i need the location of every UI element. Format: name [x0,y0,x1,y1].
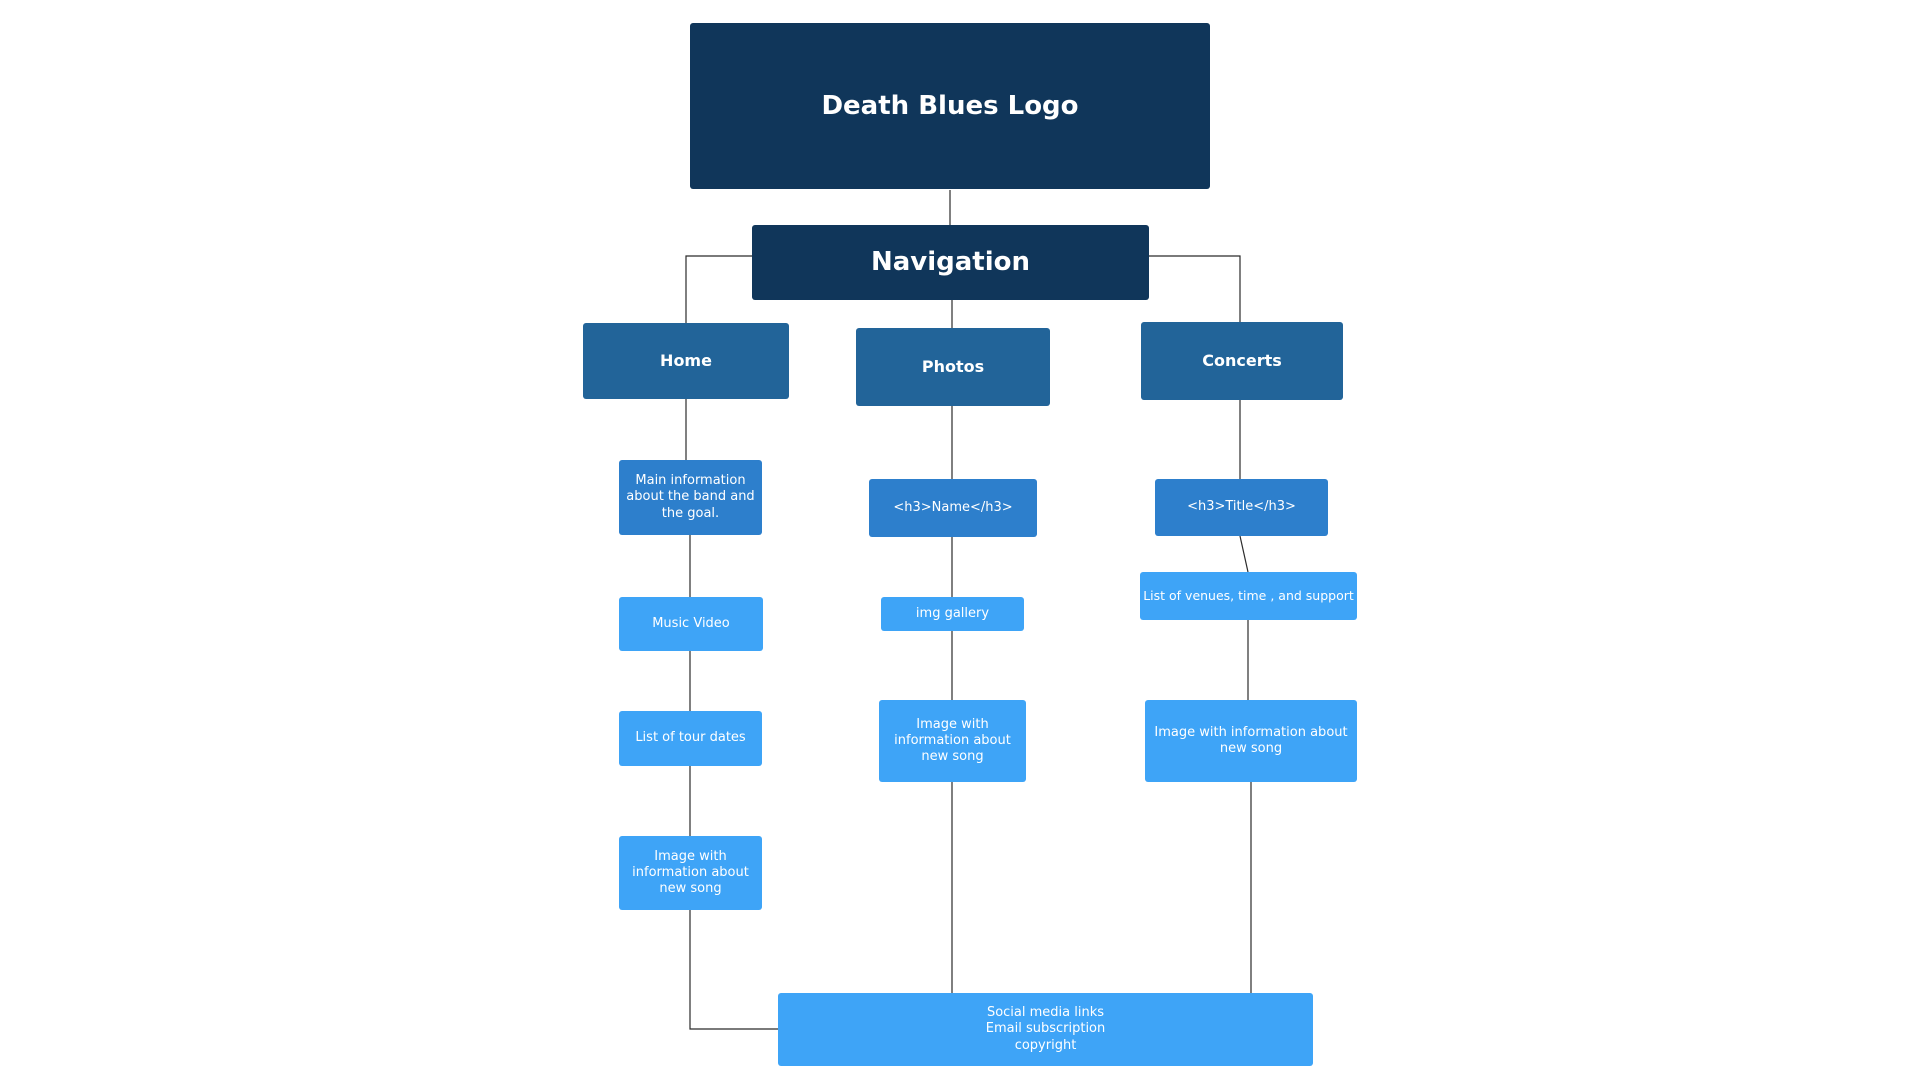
concerts-new-song-label: Image with information about new song [1154,724,1348,756]
logo-box: Death Blues Logo [690,23,1210,189]
connector-title-venues [1239,535,1249,573]
footer-copyright: copyright [1014,1037,1077,1053]
navigation-box: Navigation [752,225,1149,300]
page-label-concerts: Concerts [1202,351,1282,370]
home-new-song-label: Image with information about new song [632,848,749,897]
page-label-photos: Photos [921,357,985,376]
connector-navigation-concerts [1149,255,1241,323]
home-tour-dates-box: List of tour dates [619,711,762,766]
home-main-info-box: Main information about the band and the … [619,460,762,535]
home-main-info-label: Main information about the band and the … [626,473,755,521]
footer-email-subscription: Email subscription [985,1021,1106,1037]
photos-new-song-label: Image with information about new song [894,716,1011,765]
connector-navigation-home [685,255,752,323]
concerts-title-heading-box: <h3>Title</h3> [1155,479,1328,536]
photos-name-heading-box: <h3>Name</h3> [869,479,1037,537]
page-label-home: Home [660,351,712,370]
concerts-new-song-box: Image with information about new song [1145,700,1357,782]
page-box-concerts: Concerts [1141,322,1343,400]
concerts-venues-label: List of venues, time , and support [1143,588,1354,604]
home-new-song-box: Image with information about new song [619,836,762,910]
page-box-home: Home [583,323,789,399]
concerts-venues-box: List of venues, time , and support [1140,572,1357,620]
footer-social-links: Social media links [986,1005,1105,1021]
page-box-photos: Photos [856,328,1050,406]
footer-box: Social media links Email subscription co… [778,993,1313,1066]
home-music-video-label: Music Video [652,615,730,631]
logo-label: Death Blues Logo [821,90,1079,121]
concerts-title-heading-label: <h3>Title</h3> [1187,499,1296,515]
navigation-label: Navigation [870,247,1031,278]
home-tour-dates-label: List of tour dates [635,730,746,746]
photos-gallery-box: img gallery [881,597,1024,631]
photos-new-song-box: Image with information about new song [879,700,1026,782]
photos-name-heading-label: <h3>Name</h3> [893,499,1013,515]
photos-gallery-label: img gallery [915,605,990,621]
home-music-video-box: Music Video [619,597,763,651]
